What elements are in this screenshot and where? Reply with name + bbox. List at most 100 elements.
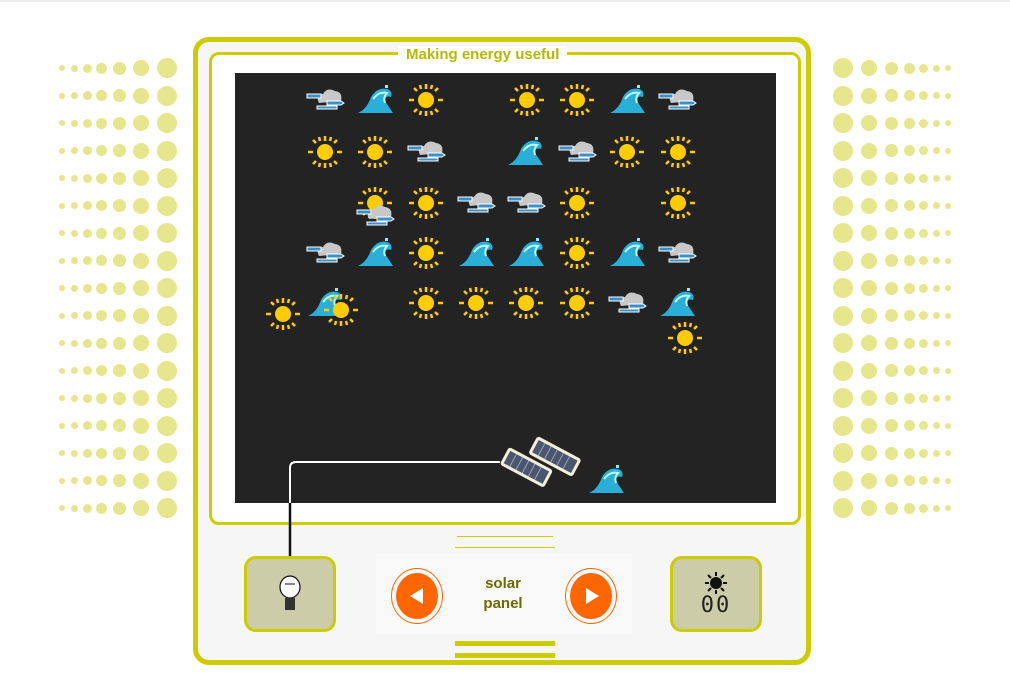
decor-dot xyxy=(833,443,853,463)
decor-dot xyxy=(903,282,915,294)
decor-dot xyxy=(903,227,915,239)
decor-dot xyxy=(861,390,877,406)
decor-dot xyxy=(932,174,940,182)
decor-dot xyxy=(861,142,877,159)
decor-dot xyxy=(861,362,877,379)
decor-dot xyxy=(833,195,853,216)
decor-dot xyxy=(70,449,78,457)
divider xyxy=(455,653,555,658)
decor-dot xyxy=(932,339,940,347)
decor-dot xyxy=(95,227,107,239)
decor-dot xyxy=(918,338,928,348)
decor-dot xyxy=(932,257,940,264)
decor-dot xyxy=(70,202,78,209)
decor-dot xyxy=(932,449,940,457)
decor-dot xyxy=(59,422,65,429)
decor-dot xyxy=(157,278,177,298)
decor-dot xyxy=(70,229,78,237)
decor-dot xyxy=(884,501,898,515)
decor-dot xyxy=(903,420,915,431)
decor-dot xyxy=(59,120,65,126)
decor-dot xyxy=(95,117,107,129)
sun-icon xyxy=(705,572,727,594)
decor-dot xyxy=(884,199,898,212)
decor-dot xyxy=(918,283,928,293)
decor-dot xyxy=(918,63,928,73)
decor-dot xyxy=(95,310,107,321)
decor-dot xyxy=(861,307,877,324)
decor-dot xyxy=(133,390,149,406)
decor-dot xyxy=(833,388,853,408)
decor-dot xyxy=(133,445,149,461)
decor-dot xyxy=(932,119,940,127)
decor-dot xyxy=(861,60,877,76)
decor-dot xyxy=(82,366,92,375)
decor-dot xyxy=(133,225,149,241)
decor-dot xyxy=(133,197,149,214)
decor-dot xyxy=(833,223,853,243)
next-device-button[interactable] xyxy=(565,568,617,624)
solar-panel-player[interactable] xyxy=(494,436,584,494)
decor-dot xyxy=(833,85,853,106)
decor-dot xyxy=(918,173,928,183)
decor-dot xyxy=(59,257,65,264)
decor-dot xyxy=(918,118,928,128)
decor-dot xyxy=(833,360,853,381)
decor-dot xyxy=(884,144,898,157)
decor-dot xyxy=(59,230,65,236)
decor-dot xyxy=(112,226,126,240)
decor-dot xyxy=(918,476,928,485)
decor-dot xyxy=(945,65,951,71)
decor-dot xyxy=(70,284,78,292)
decor-dot xyxy=(133,307,149,324)
decor-dot xyxy=(82,283,92,293)
decor-dot xyxy=(133,142,149,159)
decor-dot xyxy=(903,365,915,376)
decor-dot xyxy=(833,113,853,133)
decor-dot xyxy=(95,255,107,266)
decor-dot xyxy=(157,443,177,463)
previous-device-button[interactable] xyxy=(391,568,443,624)
decor-dot xyxy=(70,147,78,154)
decor-dot xyxy=(945,92,951,99)
decor-dot xyxy=(918,448,928,458)
right-arrow-icon xyxy=(586,588,599,604)
decor-dot xyxy=(903,145,915,156)
decor-dot xyxy=(133,60,149,76)
decor-dot xyxy=(861,87,877,104)
decor-dot xyxy=(157,85,177,106)
decor-dot xyxy=(932,229,940,237)
decor-dot xyxy=(861,197,877,214)
left-arrow-icon xyxy=(410,588,423,604)
decor-dot xyxy=(945,505,951,511)
decor-dot xyxy=(70,174,78,182)
decor-dot xyxy=(884,446,898,460)
sun-count: 00 xyxy=(700,593,732,618)
decor-dot xyxy=(833,250,853,271)
decor-dot xyxy=(932,367,940,374)
decor-dot xyxy=(112,391,126,405)
decor-dot xyxy=(70,504,78,512)
decor-dot xyxy=(82,256,92,265)
game-title: Making energy useful xyxy=(398,46,568,63)
decor-dot xyxy=(903,310,915,321)
decor-dot xyxy=(903,337,915,349)
top-border xyxy=(0,0,1010,2)
decor-dot xyxy=(133,87,149,104)
decor-dot xyxy=(884,364,898,377)
decor-dot xyxy=(884,171,898,185)
decor-dot xyxy=(861,335,877,351)
decor-dot xyxy=(82,228,92,238)
decor-dot xyxy=(861,280,877,296)
decor-dot xyxy=(95,172,107,184)
decor-dot xyxy=(157,168,177,188)
decor-dot xyxy=(70,257,78,264)
decor-dot xyxy=(133,252,149,269)
divider xyxy=(455,547,555,548)
decor-dot xyxy=(70,312,78,319)
lightbulb-output-button[interactable] xyxy=(244,556,336,632)
decor-dot xyxy=(133,472,149,489)
decor-dot xyxy=(112,171,126,185)
divider xyxy=(455,641,555,646)
decor-dot xyxy=(157,223,177,243)
